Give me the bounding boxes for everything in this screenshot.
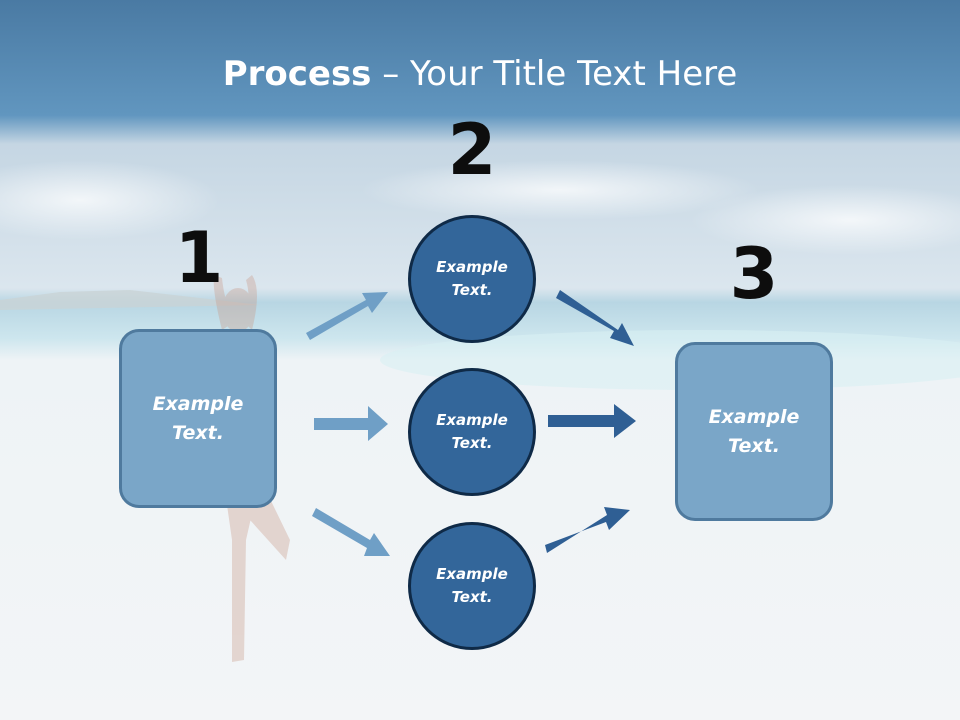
arrow-bottom-to-3 <box>545 507 630 553</box>
arrow-1-to-middle <box>314 406 388 441</box>
arrow-top-to-3 <box>556 290 634 346</box>
step-2-circle-middle: Example Text. <box>408 368 536 496</box>
step-2-text-top: Example Text. <box>436 258 508 299</box>
arrow-middle-to-3 <box>548 404 636 438</box>
arrow-1-to-bottom <box>312 508 390 556</box>
step-2-text-bottom: Example Text. <box>436 565 508 606</box>
arrow-1-to-top <box>306 292 388 340</box>
step-3-text: Example Text. <box>708 405 800 457</box>
step-3-box: Example Text. <box>675 342 833 521</box>
step-1-text: Example Text. <box>152 392 244 444</box>
step-number-2: 2 <box>447 109 497 191</box>
step-1-box: Example Text. <box>119 329 277 508</box>
page-title: Process – Your Title Text Here <box>0 52 960 96</box>
step-2-circle-top: Example Text. <box>408 215 536 343</box>
step-2-circle-bottom: Example Text. <box>408 522 536 650</box>
step-2-text-middle: Example Text. <box>436 411 508 452</box>
step-number-1: 1 <box>174 217 224 299</box>
title-rest: – Your Title Text Here <box>371 54 738 94</box>
step-number-3: 3 <box>729 233 779 315</box>
title-bold: Process <box>222 54 372 94</box>
